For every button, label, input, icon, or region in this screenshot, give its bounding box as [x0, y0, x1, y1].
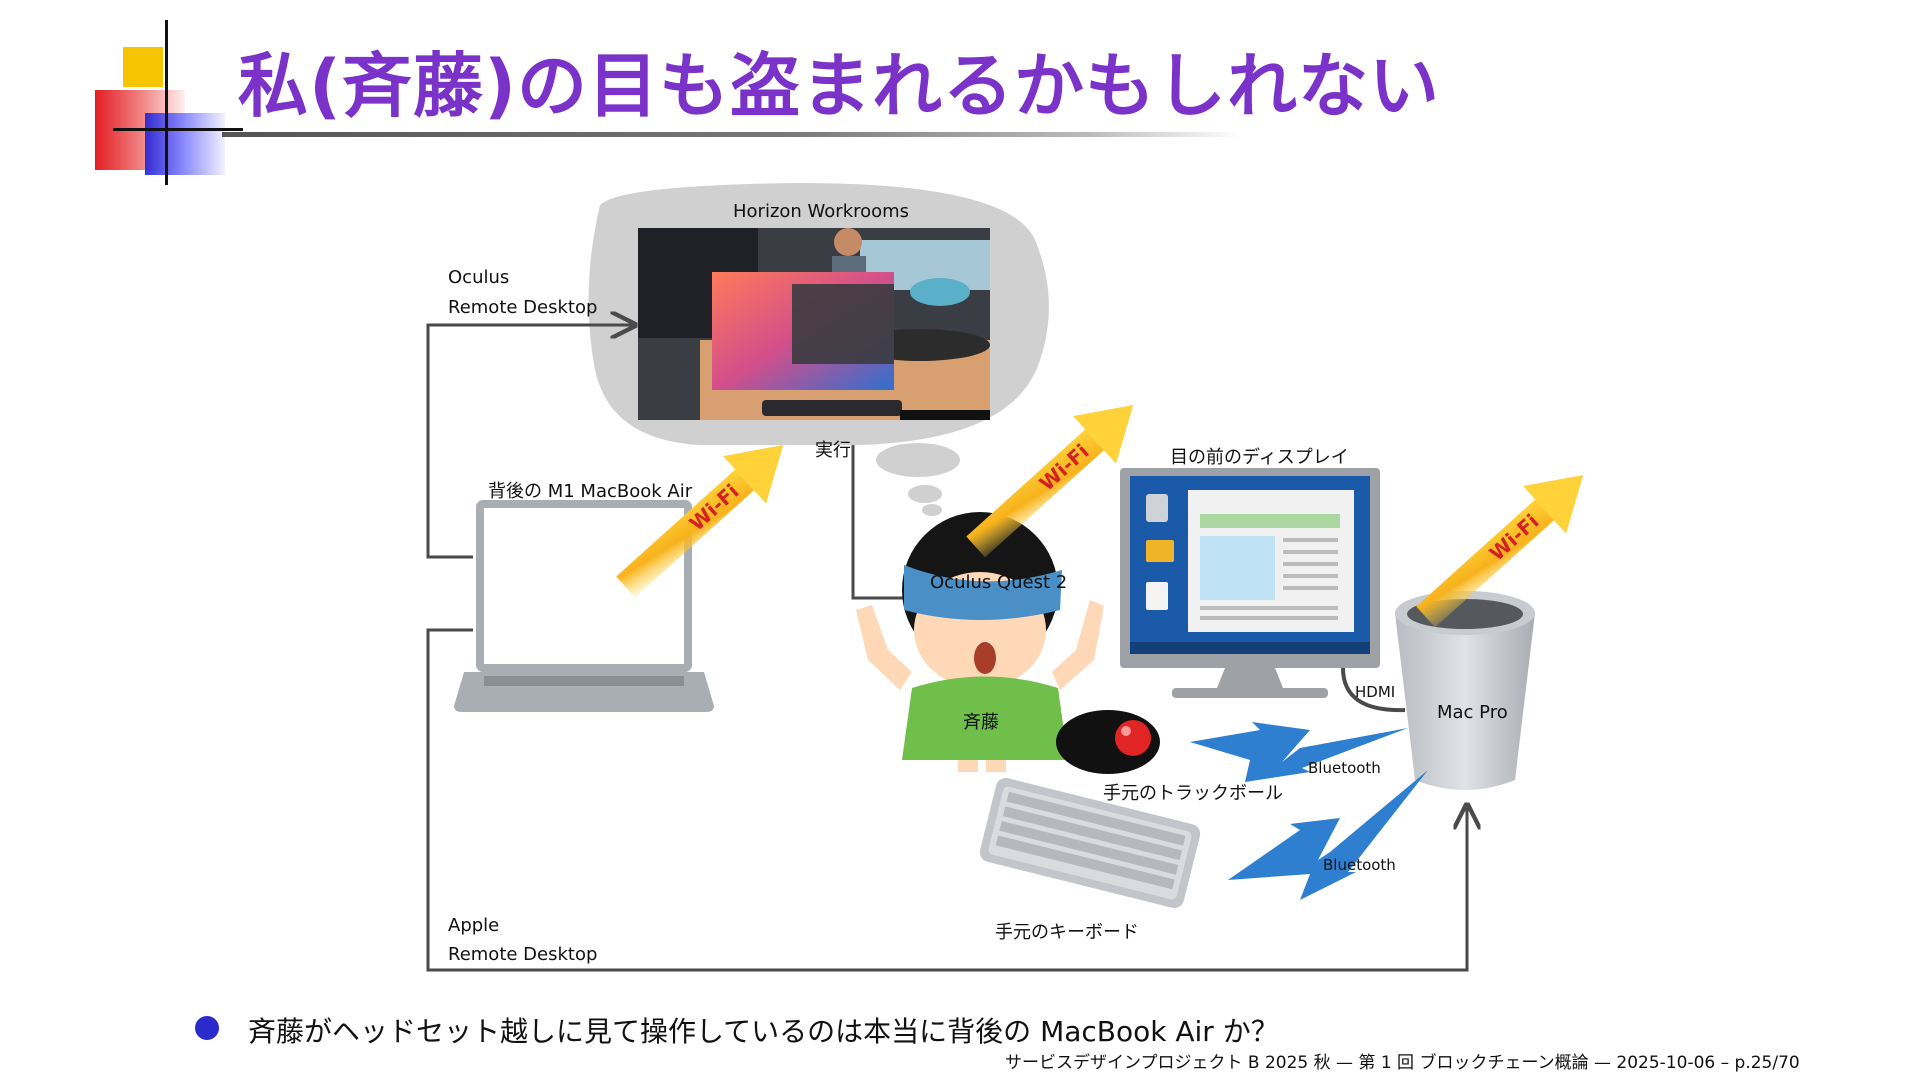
bluetooth-label-1: Bluetooth — [1308, 759, 1381, 777]
logo-vertical-line — [165, 20, 168, 185]
apple-rd-label-line1: Apple — [448, 915, 500, 936]
hdmi-label: HDMI — [1355, 683, 1396, 701]
wifi-arrow-headset: Wi-Fi — [966, 405, 1134, 558]
oculus-rd-label-line1: Oculus — [448, 267, 510, 288]
mac-pro-illustration — [1395, 591, 1535, 790]
apple-remote-desktop-connector — [426, 628, 1467, 972]
bluetooth-link-keyboard — [1228, 770, 1428, 900]
trackball-label: 手元のトラックボール — [1103, 783, 1283, 804]
wifi-arrow-macbook: Wi-Fi — [616, 445, 784, 598]
display-label: 目の前のディスプレイ — [1170, 447, 1349, 468]
person-label: 斉藤 — [963, 712, 999, 733]
bubble-dot-medium — [908, 485, 942, 503]
trackball-illustration — [1056, 710, 1160, 774]
title-underline — [222, 132, 1242, 137]
horizon-workrooms-label: Horizon Workrooms — [733, 201, 910, 222]
wifi-arrow-macpro: Wi-Fi — [1416, 475, 1584, 628]
bullet-text: 斉藤がヘッドセット越しに見て操作しているのは本当に背後の MacBook Air… — [248, 1015, 1279, 1048]
macpro-label: Mac Pro — [1437, 702, 1508, 723]
bluetooth-link-trackball — [1190, 722, 1408, 782]
bullet-marker — [195, 1016, 219, 1040]
logo-horizontal-line — [113, 128, 243, 131]
oculus-rd-label-line2: Remote Desktop — [448, 297, 598, 318]
keyboard-label: 手元のキーボード — [995, 922, 1139, 943]
logo-blue-square — [145, 113, 225, 175]
bubble-dot-small — [922, 504, 942, 516]
run-label: 実行 — [815, 440, 851, 461]
headset-label: Oculus Quest 2 — [930, 572, 1068, 593]
keyboard-illustration — [979, 777, 1201, 909]
macbook-label: 背後の M1 MacBook Air — [488, 481, 693, 502]
bubble-dot-large — [876, 443, 960, 477]
logo-yellow-square — [123, 47, 163, 87]
display-illustration — [1120, 468, 1380, 698]
horizon-workrooms-screenshot — [638, 228, 990, 420]
slide-footer: サービスデザインプロジェクト B 2025 秋 — 第 1 回 ブロックチェーン… — [1005, 1053, 1800, 1073]
person-illustration — [856, 512, 1104, 772]
title-logo — [95, 20, 243, 185]
apple-rd-label-line2: Remote Desktop — [448, 944, 598, 965]
macbook-air-illustration — [454, 500, 714, 712]
slide-title: 私(斉藤)の目も盗まれるかもしれない — [238, 45, 1440, 127]
bluetooth-label-2: Bluetooth — [1323, 856, 1396, 874]
oculus-remote-desktop-connector — [426, 325, 632, 559]
hdmi-cable — [1341, 667, 1406, 713]
